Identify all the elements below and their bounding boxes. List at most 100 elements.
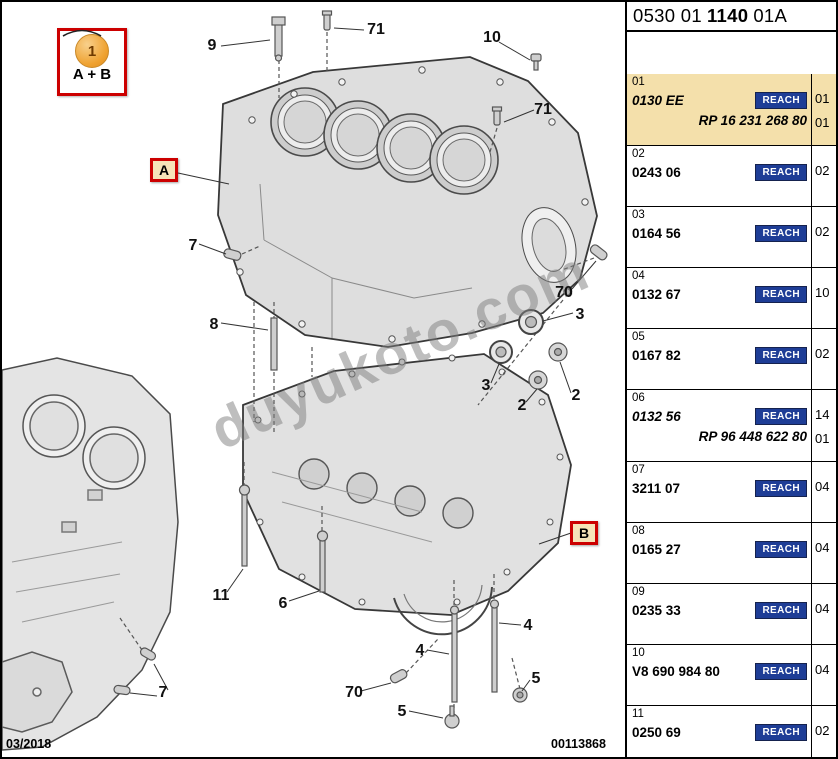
parts-row-02[interactable]: 02 0243 06 REACH 02: [627, 146, 836, 207]
table-spacer: [627, 32, 836, 74]
callout-3: 3: [481, 377, 491, 394]
reach-badge[interactable]: REACH: [755, 225, 807, 242]
row-number: 03: [632, 209, 645, 221]
callout-4: 4: [415, 642, 425, 659]
callout-8: 8: [209, 316, 219, 333]
parts-row-05[interactable]: 05 0167 82 REACH 02: [627, 329, 836, 390]
quantity: 10: [815, 285, 830, 300]
callout-71: 71: [367, 21, 385, 38]
quantity: 02: [815, 346, 830, 361]
reach-badge[interactable]: REACH: [755, 541, 807, 558]
quantity-column: 02: [811, 329, 836, 389]
quantity-column: 02: [811, 146, 836, 206]
parts-row-10[interactable]: 10 V8 690 984 80 REACH 04: [627, 645, 836, 706]
reach-badge[interactable]: REACH: [755, 347, 807, 364]
parts-row-01[interactable]: 01 0130 EE REACH RP 16 231 268 80 01 01: [627, 74, 836, 146]
callout-3: 3: [575, 306, 585, 323]
catalog-ref-bold: 1140: [706, 5, 749, 26]
parts-rows: 01 0130 EE REACH RP 16 231 268 80 01 01 02 0243…: [627, 74, 836, 757]
callout-70: 70: [345, 684, 363, 701]
part-code: 0132 67: [632, 287, 681, 302]
quantity: 01: [815, 115, 830, 130]
document-number: 00113868: [551, 737, 606, 751]
row-number: 08: [632, 525, 645, 537]
hardware-parts: [113, 10, 608, 729]
reach-badge[interactable]: REACH: [755, 408, 807, 425]
callout-5: 5: [531, 670, 541, 687]
parts-row-06[interactable]: 06 0132 56 REACH RP 96 448 622 80 14 01: [627, 390, 836, 462]
legend-arc-icon: [62, 29, 102, 37]
part-code: 0165 27: [632, 542, 681, 557]
item-number-badge: 1: [75, 34, 109, 68]
partial-engine-block: [2, 357, 179, 751]
row-number: 01: [632, 76, 645, 88]
callout-leader-lines: [129, 27, 597, 719]
callout-6: 6: [278, 595, 288, 612]
row-number: 05: [632, 331, 645, 343]
callout-10: 10: [483, 29, 501, 46]
quantity: 02: [815, 163, 830, 178]
legend-badge: 1 A + B: [57, 28, 127, 96]
part-code: 0235 33: [632, 603, 681, 618]
diagram-date: 03/2018: [6, 737, 52, 751]
cylinder-block: [217, 56, 598, 348]
callout-2: 2: [571, 387, 581, 404]
callout-71: 71: [534, 101, 552, 118]
part-code: 0132 56: [632, 409, 681, 424]
quantity: 02: [815, 723, 830, 738]
callout-7: 7: [158, 684, 168, 701]
row-number: 10: [632, 647, 645, 659]
catalog-ref-left: 0530 01: [633, 5, 702, 26]
part-code: 0164 56: [632, 226, 681, 241]
parts-row-03[interactable]: 03 0164 56 REACH 02: [627, 207, 836, 268]
replacement-code: RP 96 448 622 80: [698, 429, 807, 444]
quantity: 04: [815, 662, 830, 677]
reach-badge[interactable]: REACH: [755, 480, 807, 497]
catalog-ref-right: 01A: [753, 5, 788, 26]
row-number: 06: [632, 392, 645, 404]
callout-11: 11: [212, 587, 230, 604]
callout-2: 2: [517, 397, 527, 414]
quantity: 01: [815, 431, 830, 446]
quantity-column: 02: [811, 207, 836, 267]
quantity-column: 04: [811, 523, 836, 583]
quantity: 04: [815, 601, 830, 616]
reach-badge[interactable]: REACH: [755, 286, 807, 303]
callout-9: 9: [207, 37, 217, 54]
quantity-column: 02: [811, 706, 836, 757]
callout-70: 70: [555, 284, 573, 301]
row-number: 11: [632, 708, 644, 720]
legend-label: A + B: [72, 66, 112, 83]
row-number: 04: [632, 270, 645, 282]
reach-badge[interactable]: REACH: [755, 663, 807, 680]
reach-badge[interactable]: REACH: [755, 92, 807, 109]
part-code: 0167 82: [632, 348, 681, 363]
quantity-column: 10: [811, 268, 836, 328]
part-code: 0243 06: [632, 165, 681, 180]
part-code: V8 690 984 80: [632, 664, 720, 679]
replacement-code: RP 16 231 268 80: [698, 113, 807, 128]
callout-5: 5: [397, 703, 407, 720]
quantity: 04: [815, 479, 830, 494]
reach-badge[interactable]: REACH: [755, 602, 807, 619]
parts-table: 0530 01 1140 01A 01 0130 EE REACH RP 16 231…: [627, 2, 836, 757]
reach-badge[interactable]: REACH: [755, 724, 807, 741]
section-marker-a: A: [150, 158, 178, 182]
row-number: 07: [632, 464, 645, 476]
quantity-column: 04: [811, 462, 836, 522]
catalog-reference: 0530 01 1140 01A: [627, 2, 836, 32]
quantity: 02: [815, 224, 830, 239]
part-code: 0130 EE: [632, 93, 684, 108]
callout-7: 7: [188, 237, 198, 254]
quantity: 14: [815, 407, 830, 422]
row-number: 02: [632, 148, 645, 160]
reach-badge[interactable]: REACH: [755, 164, 807, 181]
parts-row-04[interactable]: 04 0132 67 REACH 10: [627, 268, 836, 329]
quantity-column: 01 01: [811, 74, 836, 145]
quantity: 01: [815, 91, 830, 106]
